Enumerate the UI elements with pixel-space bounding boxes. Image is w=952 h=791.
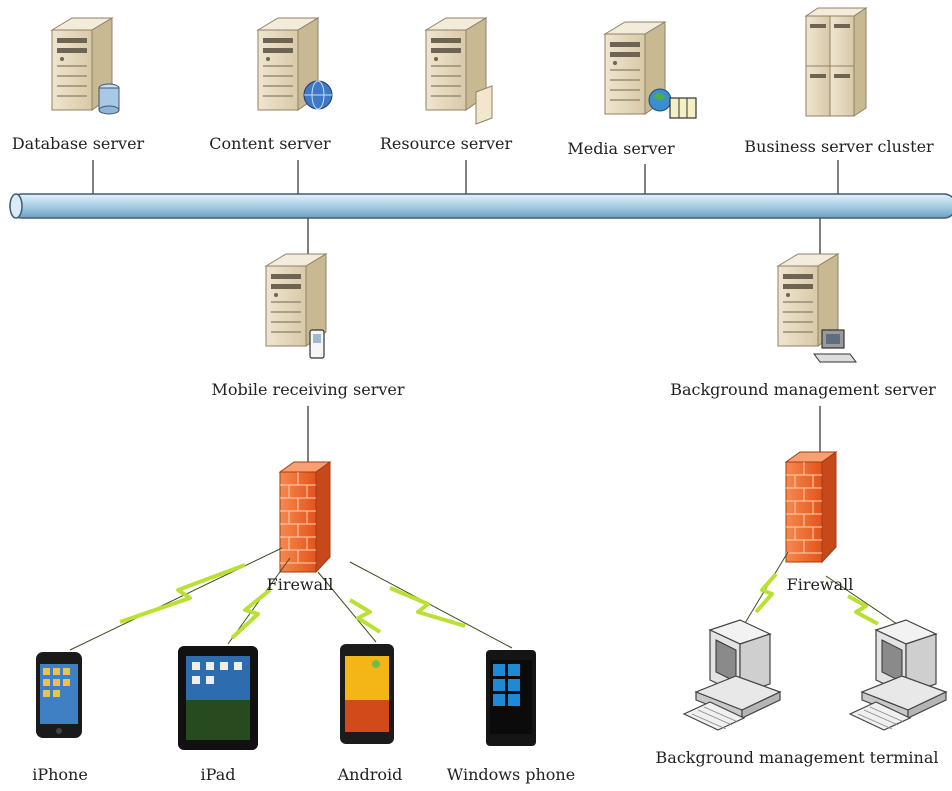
windows-phone-label: Windows phone xyxy=(446,765,576,784)
windows-phone-icon xyxy=(486,650,536,746)
iphone-label: iPhone xyxy=(32,765,88,784)
media-server-icon xyxy=(604,21,697,119)
iphone-icon xyxy=(36,652,82,738)
management-terminal-label: Background management terminal xyxy=(655,748,939,767)
network-bus xyxy=(9,193,952,219)
resource-server-label: Resource server xyxy=(379,134,513,153)
firewall-right-icon xyxy=(785,451,837,563)
database-server-label: Database server xyxy=(11,134,145,153)
management-terminal-1-icon xyxy=(683,619,781,731)
ipad-icon xyxy=(178,646,258,750)
resource-server-icon xyxy=(425,17,493,125)
mobile-receiving-server-icon xyxy=(265,253,327,359)
mobile-receiving-server-label: Mobile receiving server xyxy=(211,380,405,399)
firewall-left-label: Firewall xyxy=(266,575,334,594)
business-server-cluster-icon xyxy=(804,7,868,117)
firewall-right-label: Firewall xyxy=(786,575,854,594)
background-management-server-icon xyxy=(777,253,857,363)
ipad-label: iPad xyxy=(200,765,236,784)
background-management-server-label: Background management server xyxy=(670,380,936,399)
management-terminal-2-icon xyxy=(849,619,947,731)
android-label: Android xyxy=(337,765,403,784)
firewall-left-icon xyxy=(279,461,331,573)
database-server-icon xyxy=(51,17,120,115)
android-icon xyxy=(340,644,394,744)
business-server-cluster-label: Business server cluster xyxy=(744,137,934,156)
media-server-label: Media server xyxy=(567,139,675,158)
content-server-label: Content server xyxy=(209,134,331,153)
wireless-links xyxy=(69,547,901,651)
content-server-icon xyxy=(257,17,333,111)
